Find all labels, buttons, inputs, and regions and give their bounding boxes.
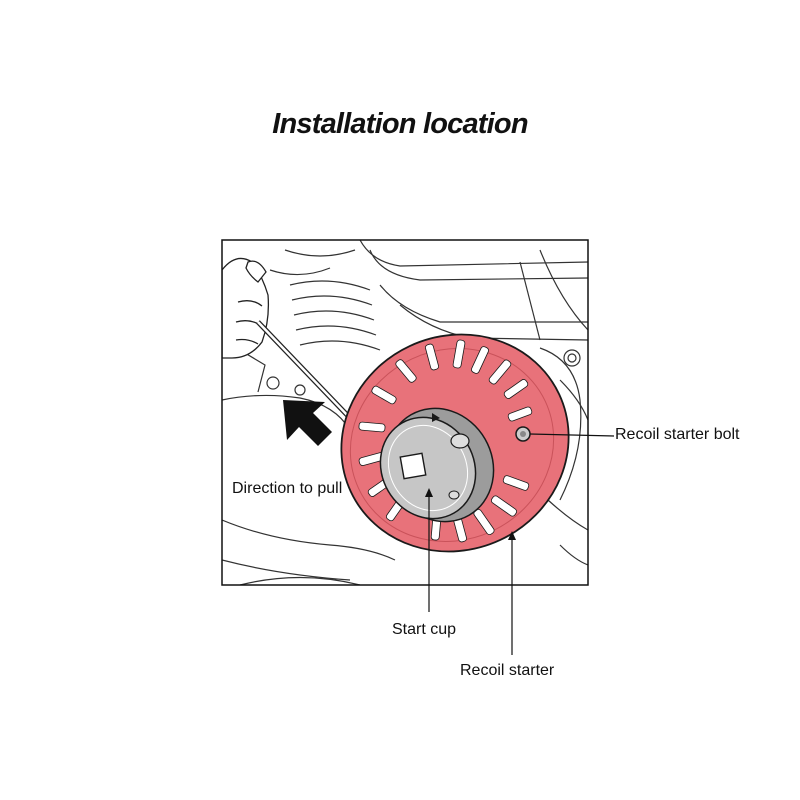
label-start-cup: Start cup <box>392 621 456 639</box>
label-recoil-starter: Recoil starter <box>460 662 554 680</box>
start-cup-square-hole <box>400 453 425 478</box>
label-direction-to-pull: Direction to pull <box>232 480 342 498</box>
hand-with-tool <box>222 258 350 418</box>
label-recoil-starter-bolt: Recoil starter bolt <box>615 426 740 444</box>
